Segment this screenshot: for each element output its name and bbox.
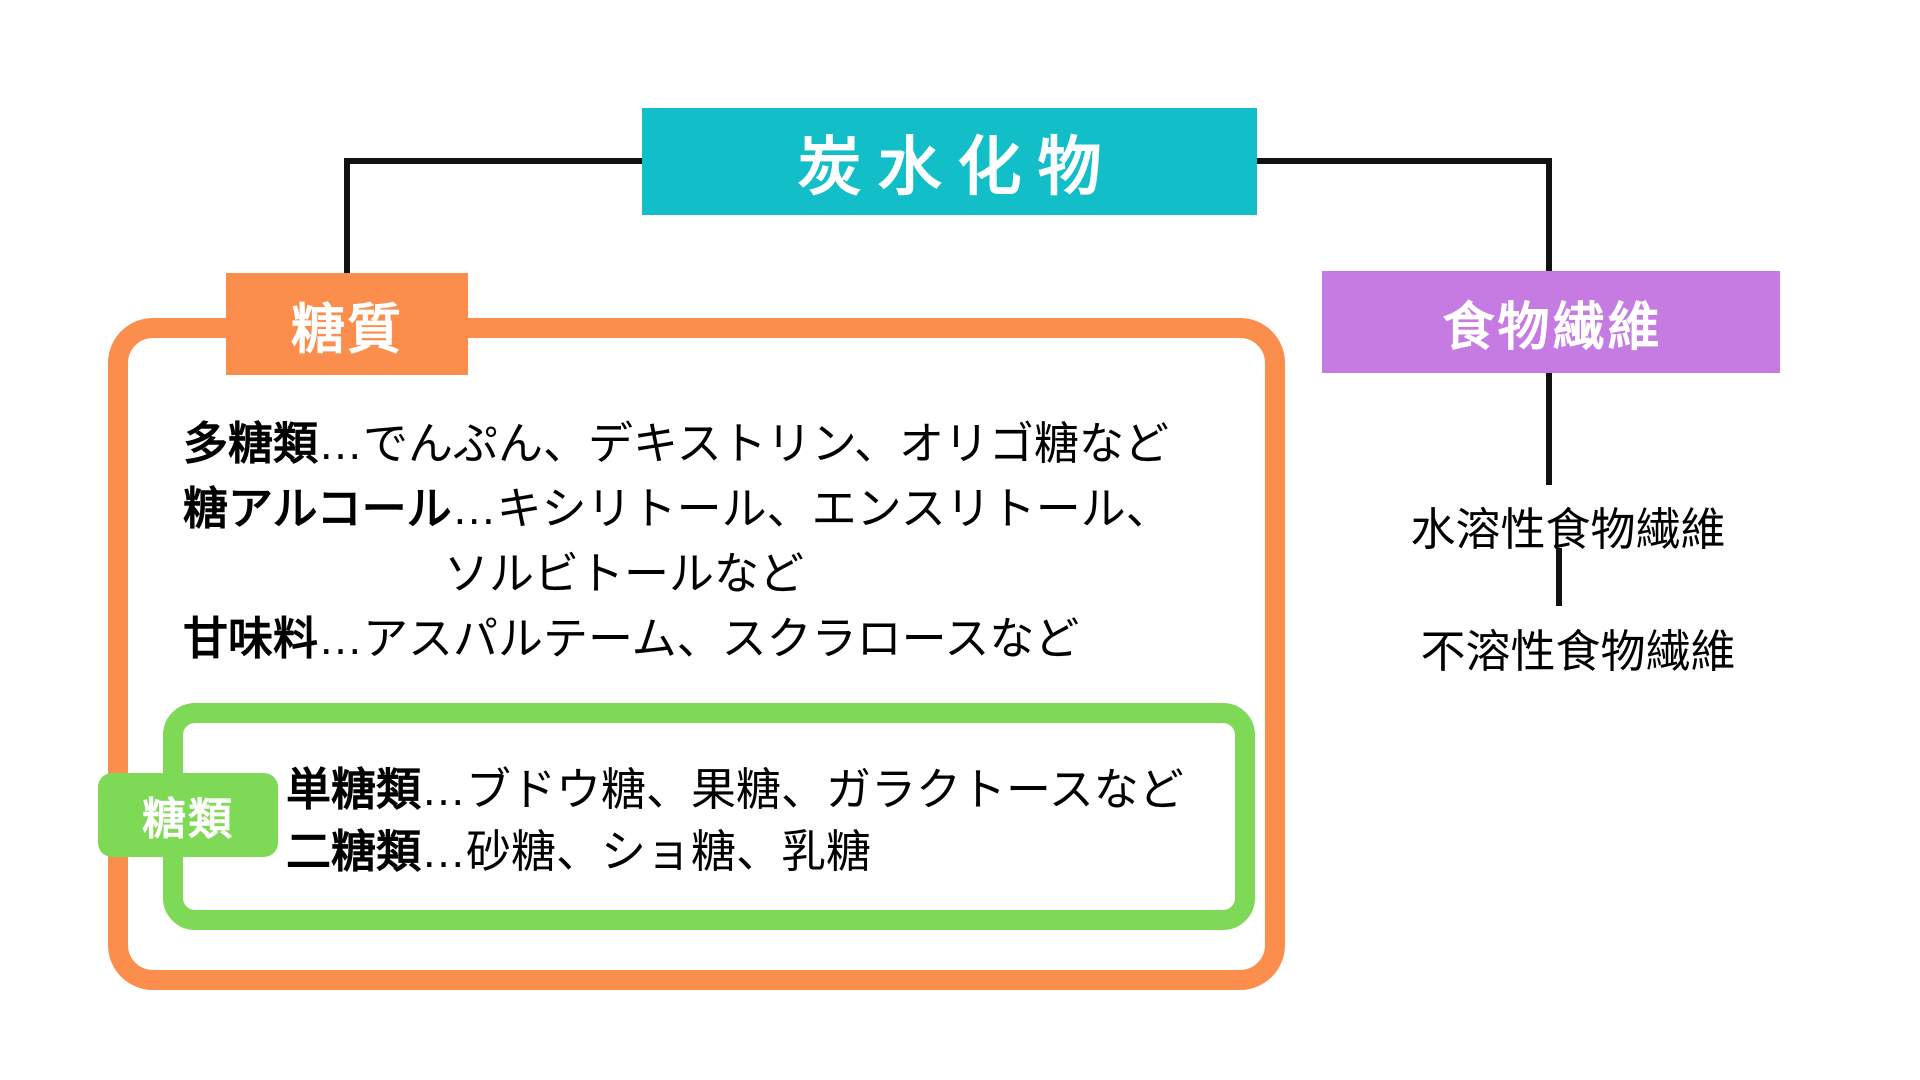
line-term: 単糖類 [286,764,422,815]
line-rest: ソルビトールなど [444,548,805,599]
sugar-types-box [163,703,1255,930]
connector-fiber-middle [1556,548,1562,606]
sugar-types-node: 糖類 [98,773,278,857]
sugars-line-sugar-alcohols-cont: ソルビトールなど [183,541,1243,606]
root-node-label: 炭水化物 [797,130,1118,203]
fiber-item-insoluble: 不溶性食物繊維 [1420,626,1736,677]
sugars-node-label: 糖質 [291,299,403,360]
line-term: 多糖類 [183,418,319,469]
connector-left-vertical [344,158,350,276]
line-rest: …アスパルテーム、スクラロースなど [318,613,1080,664]
root-node-carbohydrate: 炭水化物 [642,108,1257,215]
line-term: 甘味料 [183,613,319,664]
line-term: 二糖類 [286,826,422,877]
fiber-node-label: 食物繊維 [1442,298,1663,357]
sugar-types-label: 糖類 [142,795,234,844]
connector-left-horizontal [344,158,642,164]
line-rest: …ブドウ糖、果糖、ガラクトースなど [421,764,1184,815]
fiber-item-soluble: 水溶性食物繊維 [1410,504,1726,555]
line-term: 糖アルコール [183,483,452,534]
connector-right-horizontal [1257,158,1552,164]
sugars-description: 多糖類…でんぷん、デキストリン、オリゴ糖など 糖アルコール…キシリトール、エンス… [183,411,1243,671]
line-rest: …でんぷん、デキストリン、オリゴ糖など [318,418,1169,469]
sugar-types-description: 単糖類…ブドウ糖、果糖、ガラクトースなど 二糖類…砂糖、ショ糖、乳糖 [286,759,1226,883]
fiber-node: 食物繊維 [1322,271,1780,373]
sugars-line-polysaccharides: 多糖類…でんぷん、デキストリン、オリゴ糖など [183,411,1243,476]
sugars-line-sugar-alcohols: 糖アルコール…キシリトール、エンスリトール、 [183,476,1243,541]
connector-fiber-down [1546,373,1552,485]
sugars-line-sweeteners: 甘味料…アスパルテーム、スクラロースなど [183,606,1243,671]
types-line-disaccharides: 二糖類…砂糖、ショ糖、乳糖 [286,821,1226,883]
types-line-monosaccharides: 単糖類…ブドウ糖、果糖、ガラクトースなど [286,759,1226,821]
line-rest: …キシリトール、エンスリトール、 [451,483,1171,534]
connector-right-vertical [1546,158,1552,273]
sugars-node: 糖質 [226,273,468,375]
line-rest: …砂糖、ショ糖、乳糖 [421,826,872,877]
